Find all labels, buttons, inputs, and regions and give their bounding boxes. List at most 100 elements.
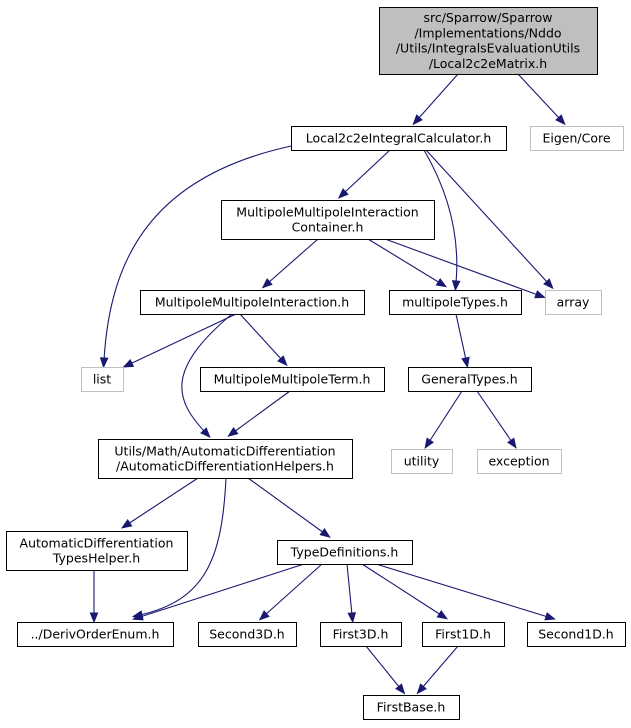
node-label: src/Sparrow/Sparrow (423, 10, 552, 25)
node-box (17, 622, 174, 647)
node-box (379, 7, 598, 75)
arrowhead-icon (543, 278, 554, 290)
node-label: /AutomaticDifferentiationHelpers.h (116, 459, 334, 474)
node-interaction[interactable]: MultipoleMultipoleInteraction.h (140, 290, 365, 315)
node-box (291, 126, 507, 151)
node-label: AutomaticDifferentiation (20, 535, 174, 550)
node-term[interactable]: MultipoleMultipoleTerm.h (200, 367, 385, 392)
arrowhead-icon (534, 290, 546, 299)
node-root: src/Sparrow/Sparrow/Implementations/Nddo… (379, 7, 598, 75)
arrowhead-icon (416, 683, 427, 695)
node-label: exception (488, 454, 549, 469)
nodes-layer: src/Sparrow/Sparrow/Implementations/Nddo… (6, 7, 626, 720)
node-adhelpers[interactable]: Utils/Math/AutomaticDifferentiation/Auto… (98, 439, 353, 479)
node-label: First3D.h (333, 627, 389, 642)
edge-typedefs-to-deriv (132, 563, 305, 621)
node-label: list (93, 372, 111, 387)
node-box (527, 622, 626, 647)
node-first3d[interactable]: First3D.h (320, 622, 402, 647)
arrowhead-icon (424, 437, 435, 450)
node-array: array (545, 290, 602, 315)
edge-adtypes-to-deriv (89, 570, 99, 624)
arrowhead-icon (337, 188, 349, 199)
arrowhead-icon (461, 356, 470, 369)
node-box (6, 531, 188, 571)
arrowhead-icon (544, 612, 556, 621)
node-box (477, 449, 562, 474)
node-box (200, 367, 385, 392)
node-label: Container.h (292, 220, 364, 235)
node-label: array (557, 295, 590, 310)
edge-adhelpers-to-typedefs (247, 477, 331, 538)
node-label: GeneralTypes.h (421, 372, 517, 387)
node-typedefs[interactable]: TypeDefinitions.h (277, 540, 413, 565)
arrowhead-icon (121, 519, 133, 529)
node-box (408, 367, 532, 392)
arrowhead-icon (258, 610, 270, 621)
arrowhead-icon (122, 359, 135, 368)
node-second3d[interactable]: Second3D.h (198, 622, 297, 647)
arrowhead-icon (89, 612, 99, 624)
edges-layer (89, 73, 566, 695)
node-box (98, 439, 353, 479)
arrowhead-icon (277, 355, 288, 367)
node-box (363, 695, 460, 720)
arrowhead-icon (436, 609, 449, 620)
node-label: FirstBase.h (377, 700, 446, 715)
node-label: /Local2c2eMatrix.h (429, 56, 547, 71)
node-label: Second3D.h (209, 627, 284, 642)
node-label: Second1D.h (538, 627, 613, 642)
node-calc[interactable]: Local2c2eIntegralCalculator.h (291, 126, 507, 151)
node-label: ../DerivOrderEnum.h (31, 627, 160, 642)
node-eigen: Eigen/Core (530, 126, 624, 151)
node-box (81, 367, 124, 392)
node-box (389, 290, 522, 315)
edge-container-to-mtypes (367, 238, 448, 288)
arrowhead-icon (319, 528, 331, 538)
edge-calc-to-array (425, 149, 554, 290)
edge-gtypes-to-exception (476, 390, 517, 449)
arrowhead-icon (347, 612, 357, 624)
arrowhead-icon (99, 357, 109, 369)
arrowhead-icon (555, 114, 566, 126)
edge-calc-to-container (337, 149, 391, 199)
node-label: Utils/Math/AutomaticDifferentiation (114, 443, 335, 458)
node-firstbase[interactable]: FirstBase.h (363, 695, 460, 720)
node-box (422, 622, 505, 647)
edge-calc-to-list (99, 144, 297, 369)
node-mtypes[interactable]: multipoleTypes.h (389, 290, 522, 315)
edge-mtypes-to-gtypes (455, 313, 470, 369)
edge-calc-to-mtypes (423, 149, 461, 292)
edge-first1d-to-firstbase (416, 645, 459, 695)
edge-gtypes-to-utility (424, 390, 463, 450)
arrowhead-icon (200, 427, 211, 439)
edge-typedefs-to-second3d (258, 563, 323, 621)
node-label: Eigen/Core (542, 131, 610, 146)
node-list: list (81, 367, 124, 392)
edge-typedefs-to-first3d (346, 563, 357, 624)
arrowhead-icon (507, 437, 517, 449)
node-deriv[interactable]: ../DerivOrderEnum.h (17, 622, 174, 647)
node-box (198, 622, 297, 647)
edge-root-to-calc (412, 73, 459, 126)
node-second1d[interactable]: Second1D.h (527, 622, 626, 647)
node-gtypes[interactable]: GeneralTypes.h (408, 367, 532, 392)
edge-interaction-to-list (122, 313, 237, 368)
node-first1d[interactable]: First1D.h (422, 622, 505, 647)
node-label: utility (404, 454, 440, 469)
node-box (221, 200, 435, 240)
node-box (545, 290, 602, 315)
node-utility: utility (391, 449, 453, 474)
node-box (320, 622, 402, 647)
edge-root-to-eigen (517, 73, 566, 126)
arrowhead-icon (395, 683, 406, 695)
node-box (277, 540, 413, 565)
edge-container-to-interaction (261, 238, 319, 289)
edge-first3d-to-firstbase (365, 645, 406, 695)
node-label: First1D.h (435, 627, 491, 642)
node-label: /Utils/IntegralsEvaluationUtils (396, 41, 580, 56)
